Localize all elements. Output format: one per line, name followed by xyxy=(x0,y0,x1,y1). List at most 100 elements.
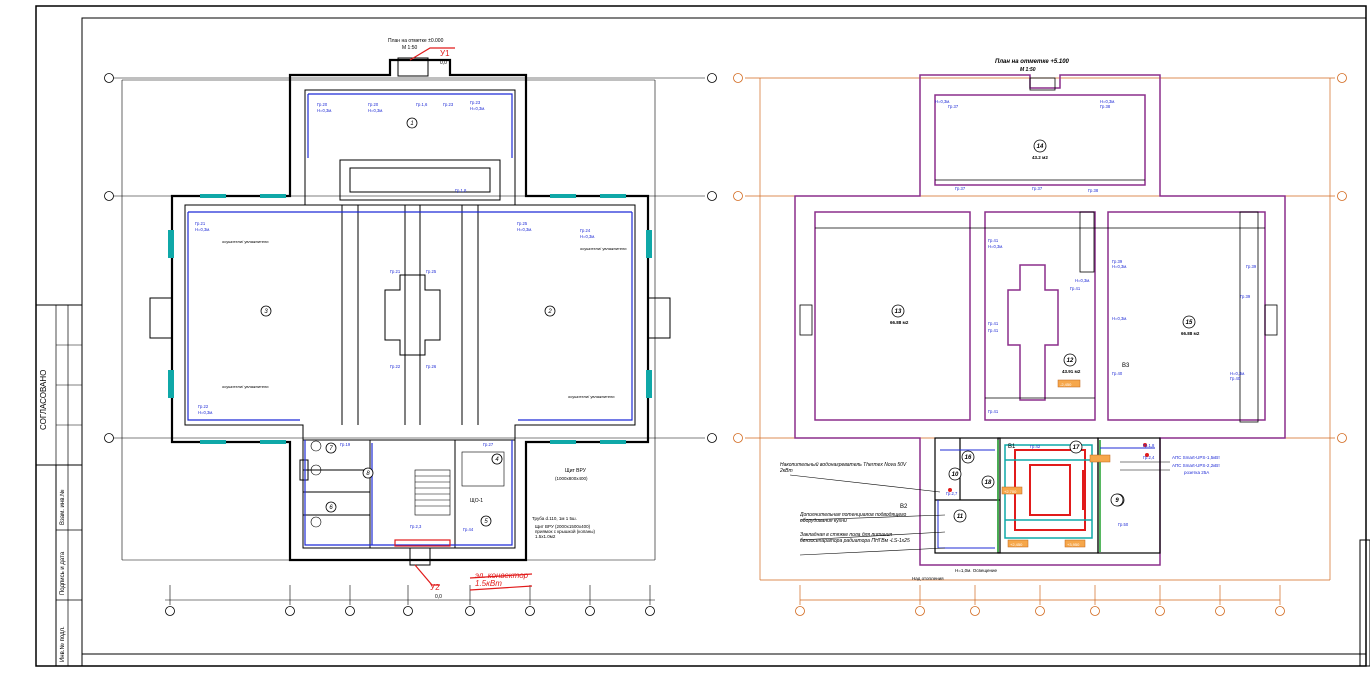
right-room-number: 16 xyxy=(965,455,972,461)
right-room-bubble xyxy=(948,467,962,481)
left-room-bubble xyxy=(362,467,374,479)
legend-1: Над отопления xyxy=(912,576,944,581)
left-group-label: H=0,3м. xyxy=(470,106,485,111)
ups-note-2: АПС Smart-UPS-2,2кВт xyxy=(1172,463,1220,468)
boiler-note-box: Накопительный водонагреватель Thermex No… xyxy=(780,462,906,474)
potential-note-box: Дополнительная потенциалов подводящего о… xyxy=(800,512,906,524)
left-plan-scale: М 1:50 xyxy=(402,45,418,51)
drawing-frame xyxy=(81,17,1367,655)
stamp-row-2: Подпись и дата xyxy=(60,551,66,595)
right-group-label: H=0,3м. xyxy=(1100,99,1115,104)
right-room-bubble xyxy=(1110,493,1124,507)
left-windows xyxy=(168,194,652,444)
left-group-label: Гр.22 xyxy=(390,364,401,369)
left-staircase xyxy=(310,440,505,528)
left-axis-bubbles xyxy=(104,73,717,616)
riser-b2: В2 xyxy=(900,504,908,510)
right-group-label: Гр.39 xyxy=(1240,294,1251,299)
left-riser-top: У1 xyxy=(440,49,450,58)
left-riser-bottom: У2 xyxy=(430,583,440,592)
right-room-bubble xyxy=(1069,440,1083,454)
left-exterior-walls xyxy=(170,58,650,562)
stamp-soglasovano: СОГЛАСОВАНО xyxy=(39,370,48,430)
right-group-label: H=0,3м. xyxy=(988,244,1003,249)
right-room-area: 66.88 м2 xyxy=(890,320,909,325)
left-group-label: Гр.25 xyxy=(426,269,437,274)
right-group-label: Гр.40 xyxy=(1230,376,1241,381)
right-group-label: Гр.38 xyxy=(1088,188,1099,193)
right-interior-walls xyxy=(799,77,1278,423)
level-2: +2,700 xyxy=(1004,489,1017,494)
left-group-label: H=0,3м. xyxy=(368,108,383,113)
right-group-label: Гр.1,8 xyxy=(1143,443,1155,448)
left-riser-top-level: 0,0 xyxy=(440,60,447,66)
left-bay-windows xyxy=(149,297,671,339)
heater-label-1: осушители/ увлажнители xyxy=(222,384,269,389)
vru-dims: (1000х800х400) xyxy=(555,476,588,481)
right-room-bubble xyxy=(953,509,967,523)
right-stair-red xyxy=(1014,449,1086,531)
right-plan-title: План на отметке +5.100 xyxy=(995,59,1070,65)
right-group-label: Гр.39 xyxy=(1112,259,1123,264)
right-room-number: 14 xyxy=(1037,144,1044,150)
right-room-number: 9 xyxy=(1115,498,1119,504)
right-leaders xyxy=(789,461,1170,556)
right-room-bubble xyxy=(1182,315,1196,329)
left-group-label: Гр.1,8 xyxy=(455,188,467,193)
right-room-number: 13 xyxy=(895,309,902,315)
socket-note: розетка 25А xyxy=(1184,470,1209,475)
right-stair-teal xyxy=(1004,444,1093,539)
left-floor-plan xyxy=(104,47,717,616)
left-group-label: Гр.27 xyxy=(483,442,494,447)
right-group-label: Гр.41 xyxy=(988,321,999,326)
left-group-label: Гр.21 xyxy=(390,269,401,274)
left-room-bubble xyxy=(325,501,337,513)
right-red-markers xyxy=(948,443,1149,510)
right-exterior-walls xyxy=(794,74,1286,566)
left-group-label: Гр.24 xyxy=(580,228,591,233)
left-group-label: Гр.20 xyxy=(317,102,328,107)
left-room-number: 2 xyxy=(547,309,552,315)
left-room-bubble xyxy=(544,305,556,317)
level-4: +3,950 xyxy=(1067,542,1080,547)
vru-note-box: Щит ВРУ (2000х1500х400) приямок с крышко… xyxy=(535,524,595,539)
shield-label: ЩО-1 xyxy=(470,498,483,504)
left-interior-walls xyxy=(184,57,636,566)
vru-note: Щит ВРУ (2000х1500х400) приямок с крышко… xyxy=(535,524,595,539)
right-room-area: 43.2 м2 xyxy=(1032,155,1048,160)
left-group-label: Гр.1,6 xyxy=(416,102,428,107)
stamp-row-1: Взам. инв.№ xyxy=(59,489,66,525)
left-red-accents xyxy=(394,47,533,591)
right-group-label: H=0,3м. xyxy=(935,99,950,104)
right-room-bubble xyxy=(981,475,995,489)
left-room-number: 8 xyxy=(366,471,370,477)
right-group-label: Гр.37 xyxy=(948,104,959,109)
left-group-label: H=0,3м. xyxy=(317,108,332,113)
right-room-area: 43.91 м2 xyxy=(1062,369,1081,374)
left-group-label: Гр.25 xyxy=(517,221,528,226)
legend-2: Н=1,0м. Освещение xyxy=(955,568,997,573)
right-room-number: 12 xyxy=(1067,358,1074,364)
right-group-label: Гр.38 xyxy=(1100,104,1111,109)
right-room-number: 15 xyxy=(1186,320,1193,326)
left-group-label: Гр.44 xyxy=(463,527,474,532)
left-room-number: 7 xyxy=(329,446,333,452)
riser-b3: В3 xyxy=(1122,363,1130,369)
left-riser-bottom-level: 0,0 xyxy=(435,594,442,600)
vru-label: Щит ВРУ xyxy=(565,468,587,474)
left-plan-title: План на отметке ±0.000 xyxy=(388,38,444,44)
right-floor-plan xyxy=(733,73,1347,616)
left-group-label: Гр.23 xyxy=(443,102,454,107)
right-group-label: Гр.2,7 xyxy=(946,491,958,496)
right-room-number: 11 xyxy=(957,514,964,520)
left-group-label: Гр.21 xyxy=(195,221,206,226)
right-group-label: H=0,3м. xyxy=(1230,371,1245,376)
right-group-label: H=0,3м. xyxy=(1112,264,1127,269)
right-group-label: Гр.41 xyxy=(988,328,999,333)
right-group-label: Гр.50 xyxy=(1118,522,1129,527)
